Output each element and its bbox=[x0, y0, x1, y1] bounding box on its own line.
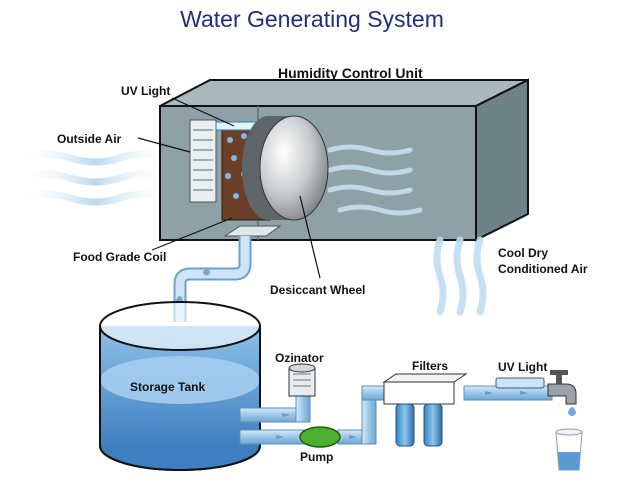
pump bbox=[299, 426, 341, 448]
label-humidity-control-unit: Humidity Control Unit bbox=[278, 65, 423, 81]
ozinator bbox=[288, 363, 316, 397]
faucet bbox=[547, 370, 577, 405]
leader-lines bbox=[137, 97, 321, 279]
drip-tray bbox=[223, 225, 282, 237]
label-storage-tank: Storage Tank bbox=[130, 380, 206, 394]
storage-tank bbox=[99, 301, 261, 471]
water-glass bbox=[555, 428, 583, 471]
label-food-grade-coil: Food Grade Coil bbox=[73, 250, 167, 264]
label-outside-air: Outside Air bbox=[57, 132, 122, 146]
filters bbox=[382, 373, 468, 447]
label-uv-light-top: UV Light bbox=[121, 84, 171, 98]
label-pump: Pump bbox=[300, 450, 334, 464]
diagram-title: Water Generating System bbox=[180, 6, 444, 32]
label-conditioned-air: Conditioned Air bbox=[498, 262, 588, 276]
outflow-pipes bbox=[239, 385, 553, 445]
label-uv-light-pipe: UV Light bbox=[498, 360, 548, 374]
label-desiccant-wheel: Desiccant Wheel bbox=[270, 283, 366, 297]
label-filters: Filters bbox=[412, 359, 449, 373]
uv-light-pipe-unit bbox=[495, 377, 545, 389]
desiccant-wheel bbox=[242, 115, 329, 221]
intake-grille bbox=[189, 119, 217, 203]
inner-air-streams bbox=[327, 144, 423, 216]
label-cool-dry: Cool Dry bbox=[498, 246, 549, 260]
label-ozinator: Ozinator bbox=[275, 351, 324, 365]
cool-dry-air-streams bbox=[433, 236, 487, 316]
outside-air-streams bbox=[16, 150, 174, 206]
water-drop bbox=[568, 407, 576, 416]
